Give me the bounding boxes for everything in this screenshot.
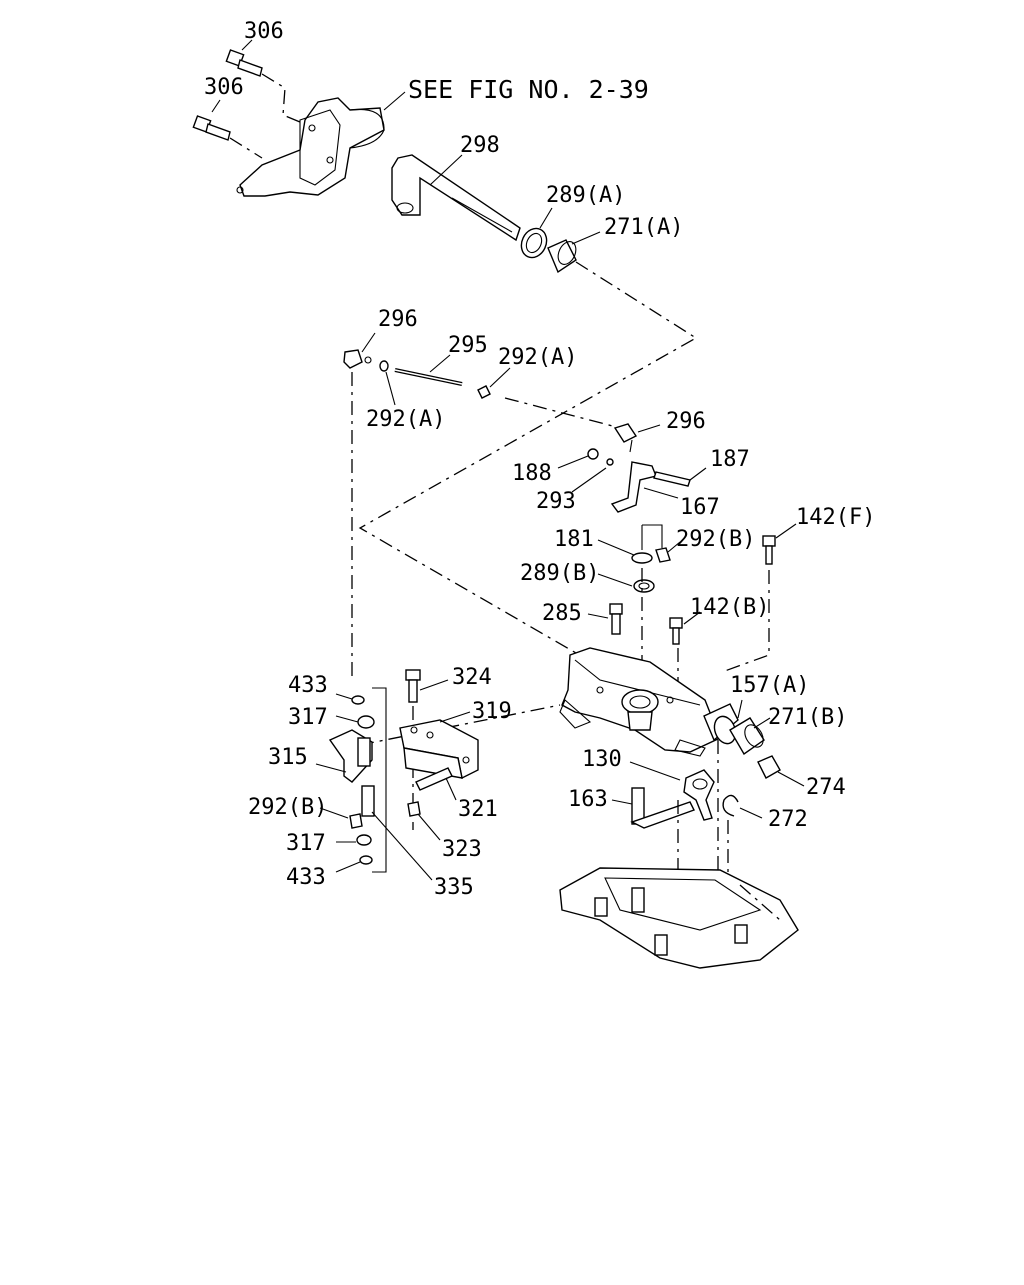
callout-272: 272 <box>768 807 808 832</box>
pin-285 <box>587 603 623 635</box>
shift-shaft-298 <box>391 154 521 242</box>
neck-157a <box>703 699 743 745</box>
bushing-317-bottom <box>336 834 372 846</box>
callout-306-upper: 306 <box>244 19 284 44</box>
bolt-321 <box>415 767 457 801</box>
callout-298: 298 <box>460 133 500 158</box>
bolt-142f <box>762 523 797 565</box>
bushing-271b <box>729 717 771 756</box>
callout-292a-right: 292(A) <box>498 345 577 370</box>
callout-292b-upper: 292(B) <box>676 527 755 552</box>
nut-323 <box>407 801 441 841</box>
callout-142b: 142(B) <box>690 595 769 620</box>
callout-335: 335 <box>434 875 474 900</box>
shift-housing-157a <box>559 647 721 757</box>
callout-292a-left: 292(A) <box>366 407 445 432</box>
callout-181: 181 <box>554 527 594 552</box>
callout-285: 285 <box>542 601 582 626</box>
callout-317-bottom: 317 <box>286 831 326 856</box>
callout-157a: 157(A) <box>730 673 809 698</box>
pin-335 <box>361 785 433 881</box>
callout-289a: 289(A) <box>546 183 625 208</box>
callout-306-lower: 306 <box>204 75 244 100</box>
washer-293 <box>606 458 614 466</box>
callout-296-left: 296 <box>378 307 418 332</box>
bracket-315 <box>315 729 373 783</box>
callout-321: 321 <box>458 797 498 822</box>
callout-315: 315 <box>268 745 308 770</box>
callout-319: 319 <box>472 699 512 724</box>
bushing-271a <box>547 231 601 274</box>
oil-seal-289a <box>520 207 553 259</box>
callout-271b: 271(B) <box>768 705 847 730</box>
reference-housing <box>236 91 406 197</box>
callout-323: 323 <box>442 837 482 862</box>
nut-292b-upper <box>655 541 681 563</box>
callout-130: 130 <box>582 747 622 772</box>
lever-130 <box>629 761 715 821</box>
nut-188 <box>587 448 599 460</box>
bolt-324 <box>405 669 449 703</box>
group-bracket <box>372 687 387 873</box>
callout-433-top: 433 <box>288 673 328 698</box>
pin-163 <box>611 787 695 829</box>
seal-289b <box>597 573 655 593</box>
bracket-319 <box>399 711 479 780</box>
callout-188: 188 <box>512 461 552 486</box>
callout-271a: 271(A) <box>604 215 683 240</box>
nut-292a-left <box>379 360 389 372</box>
callout-163: 163 <box>568 787 608 812</box>
callout-317-top: 317 <box>288 705 328 730</box>
callout-324: 324 <box>452 665 492 690</box>
figure-reference: SEE FIG NO. 2-39 <box>408 75 649 104</box>
bolt-306-upper <box>225 39 263 77</box>
bushing-317-top <box>335 715 375 729</box>
callout-167: 167 <box>680 495 720 520</box>
control-rod-295 <box>394 354 463 386</box>
callout-142f: 142(F) <box>796 505 875 530</box>
callout-296-right: 296 <box>666 409 706 434</box>
transmission-case <box>559 867 799 969</box>
callout-292b-lower: 292(B) <box>248 795 327 820</box>
callout-289b: 289(B) <box>520 561 599 586</box>
o-ring-433-bottom <box>335 855 373 873</box>
plug-274 <box>757 755 805 787</box>
bolt-142b <box>669 611 701 645</box>
callout-295: 295 <box>448 333 488 358</box>
snap-ring-272 <box>722 794 763 819</box>
callout-274: 274 <box>806 775 846 800</box>
ball-joint-296-right <box>613 423 661 453</box>
callout-433-bottom: 433 <box>286 865 326 890</box>
bolt-187 <box>653 467 707 487</box>
nut-292b-lower <box>319 807 363 829</box>
callout-293: 293 <box>536 489 576 514</box>
ball-joint-296-left <box>343 332 376 369</box>
o-ring-433-top <box>335 693 365 705</box>
nut-292a-right <box>477 367 511 399</box>
callout-187: 187 <box>710 447 750 472</box>
callout-labels: SEE FIG NO. 2-39 306 306 298 289(A) 271(… <box>204 19 875 900</box>
bolt-306-lower <box>192 99 231 141</box>
washer-181 <box>597 539 653 564</box>
lever-167 <box>610 461 679 513</box>
bracket-lines <box>641 524 663 550</box>
